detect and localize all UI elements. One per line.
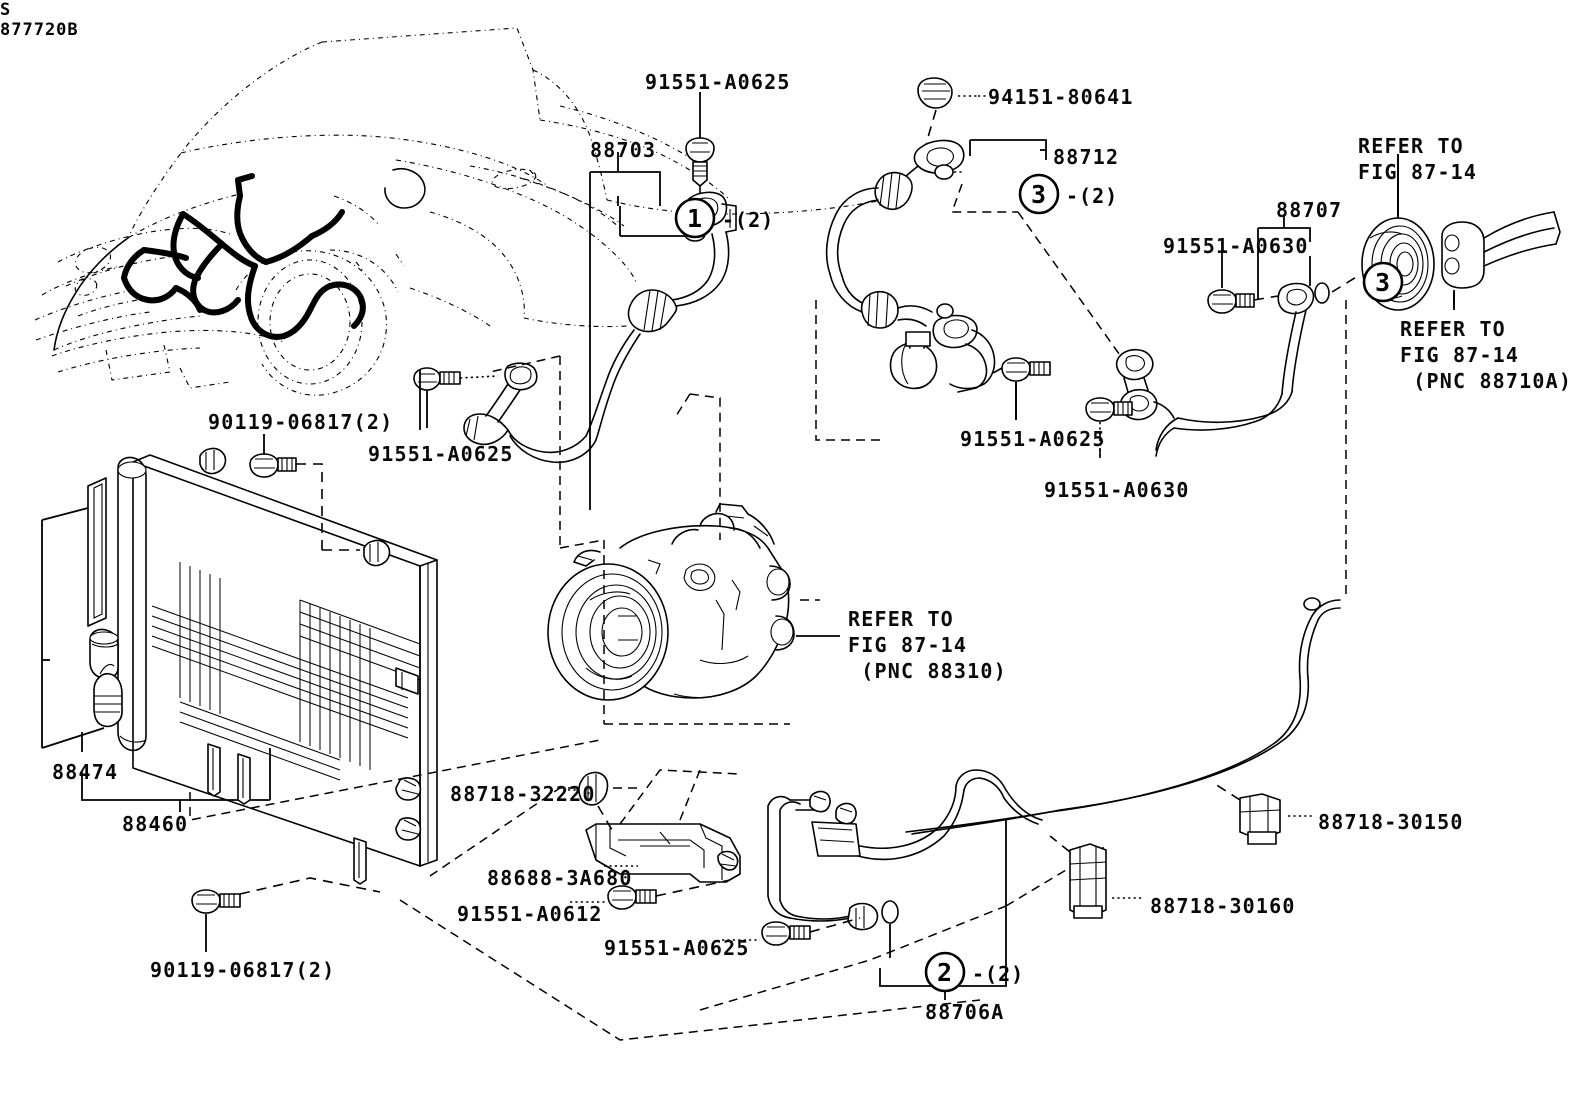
label-88712: 88712 (1053, 145, 1120, 169)
vehicle-illustration (34, 27, 901, 396)
label-88707: 88707 (1276, 198, 1343, 222)
label-88474: 88474 (52, 760, 119, 784)
callout-3b-number: 3 (1375, 268, 1391, 297)
clamp-88718-30150 (1211, 781, 1312, 845)
callout-1: 1 -(2) (622, 172, 774, 269)
bolt-head (607, 885, 657, 910)
label-91551-a0625-right: 91551-A0625 (960, 427, 1106, 451)
label-94151-80641: 94151-80641 (988, 85, 1134, 109)
discharge-hose-88703 (413, 92, 737, 549)
label-88718-30150: 88718-30150 (1318, 810, 1464, 834)
bolt-head (1207, 289, 1255, 314)
clamp-88718-32220 (568, 771, 613, 831)
callout-2: 2 -(2) (872, 926, 1024, 1023)
label-91551-a0612: 91551-A0612 (457, 902, 603, 926)
label-88688-3a680: 88688-3A680 (487, 866, 633, 890)
bolt-head (249, 453, 297, 478)
label-leaders (419, 95, 1455, 458)
callout-3a-qty: -(2) (1066, 184, 1118, 208)
pipe-connector (1441, 211, 1561, 289)
label-90119-06817-bottom: 90119-06817(2) (150, 958, 336, 982)
callout-2-qty: -(2) (972, 962, 1024, 986)
label-90119-06817-top: 90119-06817(2) (208, 410, 394, 434)
callout-3a: 3 -(2) (966, 148, 1118, 245)
label-88460: 88460 (122, 812, 189, 836)
label-88706a: 88706A (925, 1000, 1005, 1024)
label-91551-a0630-lower: 91551-A0630 (1044, 478, 1190, 502)
figure-code: 877720B (0, 20, 79, 40)
clamp-88718-30160 (1049, 835, 1144, 919)
label-91551-a0625-mid: 91551-A0625 (368, 442, 514, 466)
label-91551-a0630-upper: 91551-A0630 (1163, 234, 1309, 258)
callout-3b: 3 (1310, 236, 1422, 333)
label-88718-32220: 88718-32220 (450, 782, 596, 806)
label-88718-30160: 88718-30160 (1150, 894, 1296, 918)
bracket-88688-3A680 (570, 769, 741, 910)
bolt-head (191, 889, 241, 914)
bolt-head (761, 921, 811, 946)
label-88703: 88703 (590, 138, 657, 162)
compressor-88310 (547, 503, 840, 725)
sheet-mark: S (0, 0, 12, 20)
condenser-88460 (41, 434, 981, 1041)
liquid-pipe-88707 (905, 154, 1561, 835)
bolt-head (685, 137, 715, 187)
suction-hose-88712 (815, 77, 1123, 441)
callout-1-qty: -(2) (722, 208, 774, 232)
callout-1-number: 1 (687, 204, 703, 233)
label-91551-a0625-bottom: 91551-A0625 (604, 936, 750, 960)
bolt-head (1001, 357, 1051, 382)
bolt-head (1085, 397, 1133, 422)
label-91551-a0625-top: 91551-A0625 (645, 70, 791, 94)
callout-3a-number: 3 (1031, 180, 1047, 209)
callout-2-number: 2 (937, 958, 953, 987)
